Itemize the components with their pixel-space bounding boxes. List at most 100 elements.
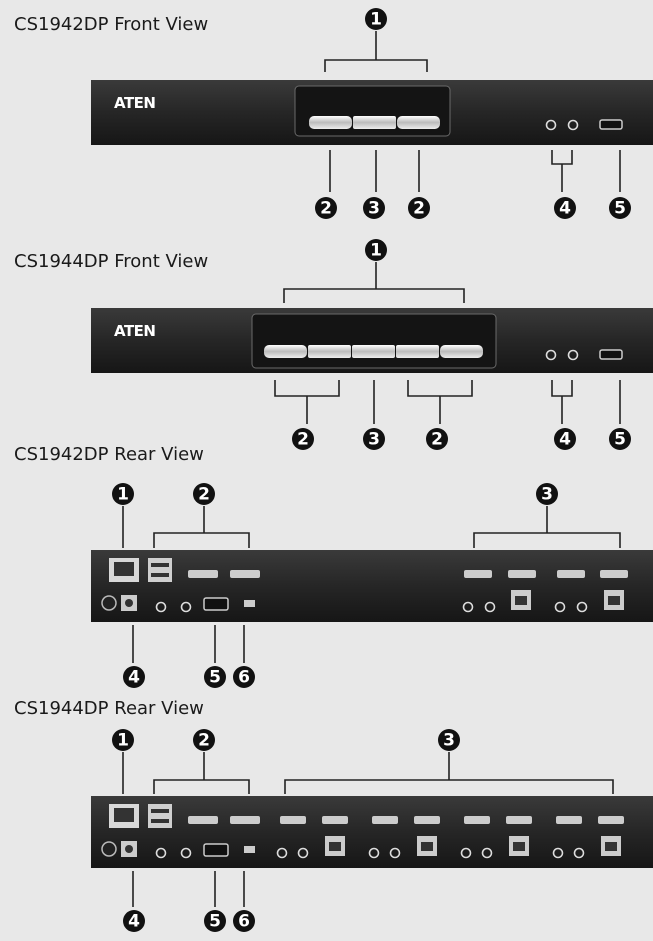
- port-button[interactable]: [396, 345, 439, 358]
- svg-text:2: 2: [320, 199, 332, 219]
- svg-text:3: 3: [443, 731, 455, 751]
- button-window: [251, 313, 497, 369]
- displayport: [464, 816, 490, 824]
- cpu-port-group: [276, 816, 348, 859]
- displayport: [372, 816, 398, 824]
- cpu-port-group: [552, 816, 624, 859]
- aten-logo: ATEN: [114, 322, 155, 340]
- audio-jack: [180, 847, 192, 859]
- svg-text:1: 1: [117, 731, 129, 751]
- audio-jack: [552, 847, 564, 859]
- svg-text:5: 5: [614, 199, 626, 219]
- usb-b-socket: [515, 596, 527, 605]
- callout-5: 5: [609, 428, 631, 450]
- usb-port: [203, 597, 229, 611]
- usb-port: [203, 843, 229, 857]
- audio-jack: [155, 601, 167, 613]
- audio-jack: [545, 119, 557, 131]
- svg-text:2: 2: [297, 430, 309, 450]
- audio-jack: [554, 601, 566, 613]
- port-button[interactable]: [264, 345, 307, 358]
- audio-jack: [481, 847, 493, 859]
- leader-line: [274, 380, 340, 424]
- view-title: CS1942DP Rear View: [14, 444, 204, 465]
- svg-text:3: 3: [368, 199, 380, 219]
- displayport: [600, 570, 628, 578]
- power-jack-hole: [125, 845, 133, 853]
- displayport: [508, 570, 536, 578]
- audio-jack: [545, 349, 557, 361]
- port-button[interactable]: [440, 345, 483, 358]
- callout-2: 2: [408, 197, 430, 219]
- port-selection-buttons: [264, 345, 483, 358]
- callout-3: 3: [536, 483, 558, 505]
- lan-port-socket: [114, 808, 134, 822]
- lan-port-socket: [114, 562, 134, 576]
- callout-4: 4: [554, 428, 576, 450]
- displayport: [280, 816, 306, 824]
- audio-jack: [460, 847, 472, 859]
- callout-2: 2: [315, 197, 337, 219]
- callout-5: 5: [609, 197, 631, 219]
- usb-slot: [151, 573, 169, 577]
- usb-port: [599, 119, 623, 130]
- callout-5: 5: [204, 666, 226, 688]
- cs1944dp-front-view: CS1944DP Front View 1 ATEN 2 3 2 4 5: [14, 239, 653, 450]
- displayport: [556, 816, 582, 824]
- usb-b-socket: [329, 842, 341, 851]
- power-switch: [101, 841, 117, 857]
- callout-5: 5: [204, 910, 226, 932]
- audio-jack: [297, 847, 309, 859]
- audio-jack: [567, 349, 579, 361]
- aten-logo: ATEN: [114, 94, 155, 112]
- svg-text:2: 2: [198, 485, 210, 505]
- displayport: [188, 570, 218, 578]
- leader-line: [551, 380, 573, 424]
- cs1942dp-rear-view: CS1942DP Rear View 1 2 3: [14, 444, 653, 688]
- usb-port: [599, 349, 623, 360]
- leader-line: [132, 625, 245, 663]
- callout-1: 1: [365, 239, 387, 261]
- callout-1: 1: [112, 729, 134, 751]
- svg-text:4: 4: [128, 668, 140, 688]
- callout-2: 2: [193, 729, 215, 751]
- leader-line: [473, 506, 621, 548]
- svg-text:6: 6: [238, 668, 250, 688]
- leader-line: [153, 752, 250, 794]
- usb-hub-ports: [148, 804, 172, 828]
- audio-jack: [276, 847, 288, 859]
- port-button[interactable]: [308, 345, 351, 358]
- callout-2: 2: [193, 483, 215, 505]
- rear-panel: [91, 550, 653, 622]
- leader-line: [283, 262, 465, 303]
- svg-text:4: 4: [559, 430, 571, 450]
- displayport: [557, 570, 585, 578]
- leader-line: [551, 150, 573, 192]
- callout-4: 4: [123, 910, 145, 932]
- leader-line: [132, 871, 245, 907]
- svg-text:3: 3: [541, 485, 553, 505]
- leader-line: [324, 31, 428, 72]
- callout-2: 2: [426, 428, 448, 450]
- callout-3: 3: [363, 428, 385, 450]
- port-button[interactable]: [397, 116, 440, 129]
- leader-line: [284, 752, 614, 794]
- usb-slot: [151, 563, 169, 567]
- audio-jack: [567, 119, 579, 131]
- displayport: [598, 816, 624, 824]
- displayport: [230, 570, 260, 578]
- svg-text:2: 2: [431, 430, 443, 450]
- dip-switch: [244, 600, 255, 607]
- port-button[interactable]: [353, 116, 396, 129]
- port-button[interactable]: [309, 116, 352, 129]
- callout-3: 3: [363, 197, 385, 219]
- svg-text:1: 1: [117, 485, 129, 505]
- svg-text:4: 4: [128, 912, 140, 932]
- audio-jack: [576, 601, 588, 613]
- port-button[interactable]: [352, 345, 395, 358]
- cs1944dp-rear-view: CS1944DP Rear View 1 2 3: [14, 698, 653, 932]
- usb-slot: [151, 809, 169, 813]
- callout-6: 6: [233, 910, 255, 932]
- svg-text:3: 3: [368, 430, 380, 450]
- view-title: CS1944DP Front View: [14, 251, 208, 272]
